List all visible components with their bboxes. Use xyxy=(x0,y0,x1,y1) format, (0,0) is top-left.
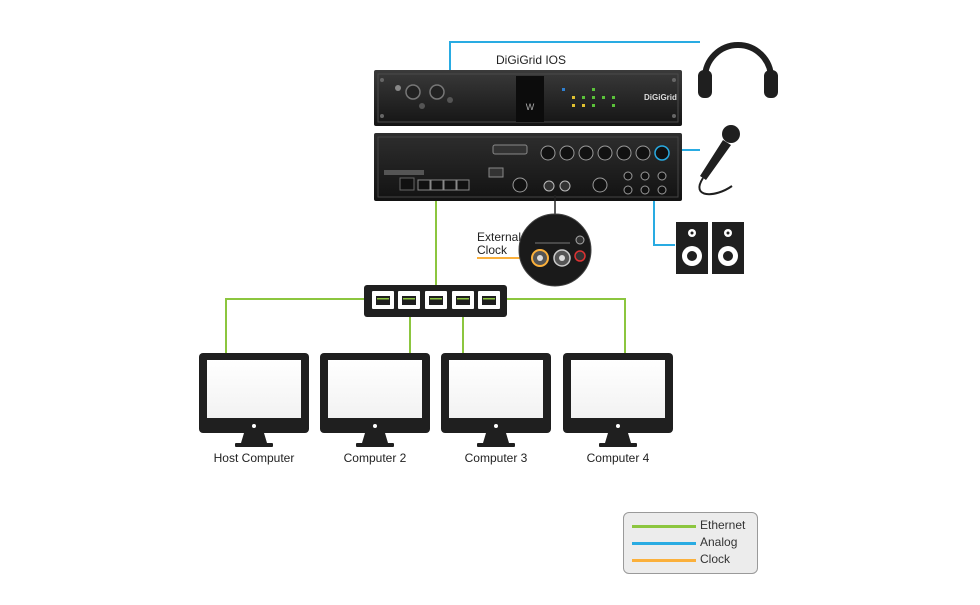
device-brand-logo: DiGiGrid xyxy=(644,93,677,102)
ethernet-cable-host xyxy=(225,298,377,353)
computer-label-2: Computer 2 xyxy=(343,451,407,465)
rear-ethernet-ports xyxy=(417,179,470,191)
external-clock-label-line1: External xyxy=(477,230,522,244)
speaker-left-icon xyxy=(676,222,708,274)
rear-trs-jacks xyxy=(623,171,667,195)
analog-cable-speakers xyxy=(653,186,675,246)
legend-swatch-analog xyxy=(632,542,696,545)
legend-label-clock: Clock xyxy=(700,552,731,566)
device-title: DiGiGrid IOS xyxy=(496,53,567,67)
legend: Ethernet Analog Clock xyxy=(623,512,758,574)
legend-label-analog: Analog xyxy=(700,535,738,549)
clock-connector-zoom xyxy=(518,195,592,287)
rear-xlr-connectors xyxy=(512,145,670,193)
legend-item-analog: Analog xyxy=(624,535,757,551)
computer-label-host: Host Computer xyxy=(213,451,295,465)
ethernet-cable-computer-4 xyxy=(490,298,626,353)
rack-unit-back xyxy=(374,133,682,201)
ethernet-switch xyxy=(364,285,507,317)
legend-label-ethernet: Ethernet xyxy=(700,518,746,532)
headphones-icon xyxy=(698,42,778,98)
rack-unit-front: W DiGiGrid xyxy=(374,70,682,126)
legend-item-clock: Clock xyxy=(624,552,757,568)
external-clock-label-line2: Clock xyxy=(477,243,508,257)
level-meters xyxy=(562,88,615,107)
legend-swatch-ethernet xyxy=(632,525,696,528)
legend-item-ethernet: Ethernet xyxy=(624,518,757,534)
computer-3-monitor xyxy=(441,353,551,447)
speaker-right-icon xyxy=(712,222,744,274)
legend-swatch-clock xyxy=(632,559,696,562)
svg-text:W: W xyxy=(526,102,535,112)
computer-label-4: Computer 4 xyxy=(586,451,650,465)
computer-label-3: Computer 3 xyxy=(464,451,528,465)
computer-4-monitor xyxy=(563,353,673,447)
microphone-icon xyxy=(698,125,740,196)
host-computer-monitor xyxy=(199,353,309,447)
computer-2-monitor xyxy=(320,353,430,447)
